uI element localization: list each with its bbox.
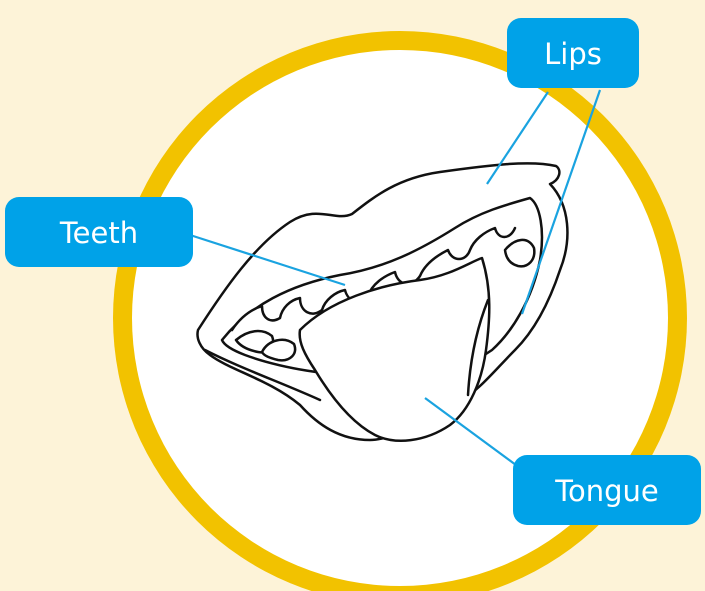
label-lips-text: Lips bbox=[544, 37, 602, 71]
label-tongue-text: Tongue bbox=[554, 474, 659, 508]
label-tongue: Tongue bbox=[513, 455, 701, 525]
label-teeth: Teeth bbox=[5, 197, 193, 267]
label-lips: Lips bbox=[507, 18, 639, 88]
label-teeth-text: Teeth bbox=[59, 216, 138, 250]
teeth-right bbox=[505, 240, 534, 266]
